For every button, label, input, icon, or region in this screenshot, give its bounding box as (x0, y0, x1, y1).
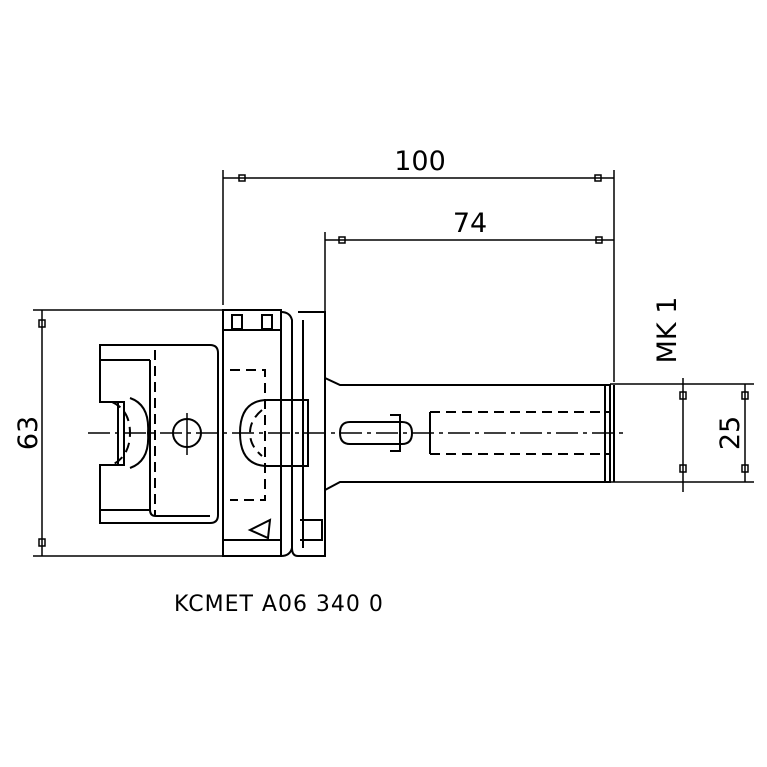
tool-holder-body (88, 309, 624, 557)
dimension-label-25: 25 (715, 416, 746, 450)
part-number-label: KCMET A06 340 0 (174, 592, 384, 617)
arrow-tick (238, 174, 246, 182)
dimension-overall-length: 100 (222, 146, 615, 382)
dimension-label-74: 74 (453, 208, 487, 239)
dimension-label-63: 63 (13, 416, 44, 450)
dimension-label-100: 100 (394, 146, 446, 177)
dimension-label-mk1: MK 1 (652, 297, 683, 364)
arrow-tick (741, 391, 749, 400)
arrow-tick (741, 464, 749, 473)
arrow-tick (594, 174, 602, 182)
arrow-tick (338, 236, 346, 244)
dimension-shank-diameter: 25 (610, 383, 754, 483)
arrow-tick (38, 538, 46, 547)
dimension-gauge-length: 74 (324, 208, 614, 378)
dimension-taper: MK 1 (652, 297, 687, 492)
arrow-tick (38, 319, 46, 328)
arrow-tick (595, 236, 603, 244)
dimension-flange-diameter: 63 (13, 309, 225, 557)
arrow-tick (679, 464, 687, 473)
arrow-tick (679, 391, 687, 400)
